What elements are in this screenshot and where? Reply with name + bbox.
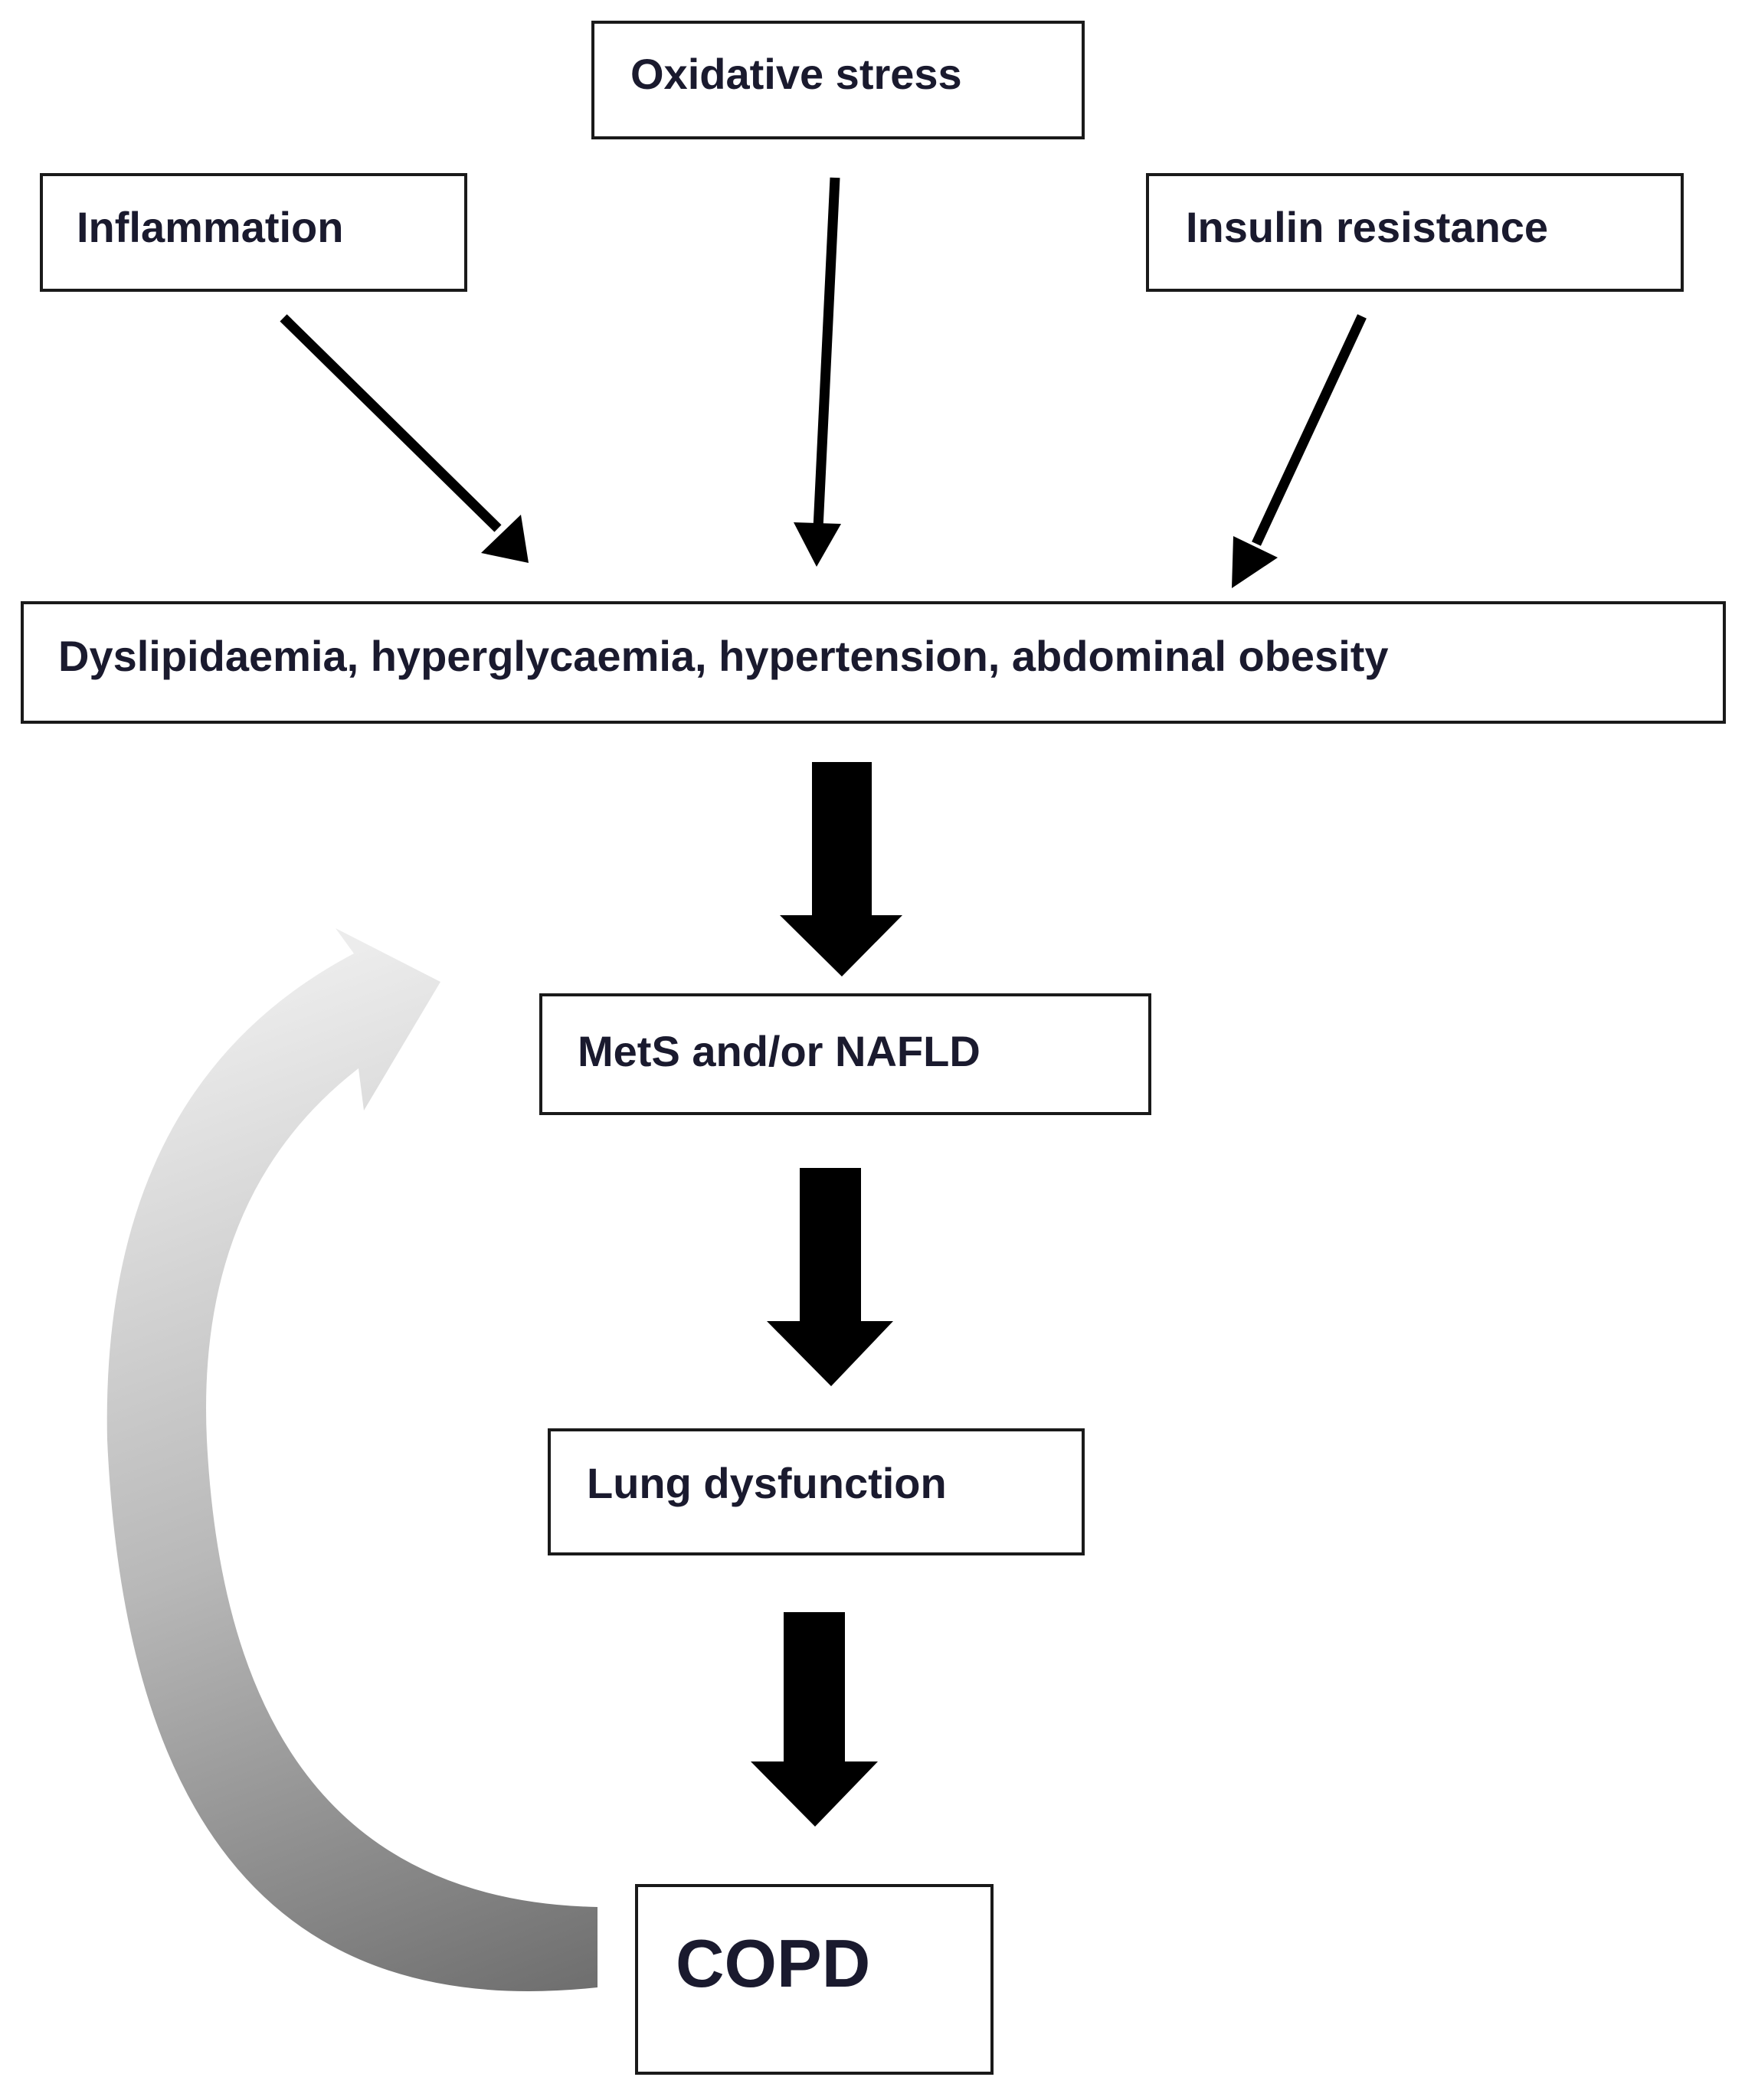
block-arrow-3 xyxy=(751,1612,878,1827)
box-copd: COPD xyxy=(635,1884,994,2075)
block-arrows xyxy=(751,762,902,1827)
label-oxidative-stress: Oxidative stress xyxy=(630,50,962,98)
label-insulin-resistance: Insulin resistance xyxy=(1186,203,1548,251)
label-inflammation: Inflammation xyxy=(77,203,343,251)
feedback-arrow xyxy=(106,928,598,1991)
label-copd: COPD xyxy=(676,1925,870,2001)
insulin-arrow-head xyxy=(1232,536,1278,588)
thin-arrows xyxy=(280,177,1367,588)
label-lung-dysfunction: Lung dysfunction xyxy=(587,1459,947,1507)
oxidative-arrow-shaft xyxy=(813,177,840,529)
box-insulin-resistance: Insulin resistance xyxy=(1146,173,1684,292)
inflammation-arrow-shaft xyxy=(280,314,502,532)
box-mets-nafld: MetS and/or NAFLD xyxy=(539,993,1151,1115)
feedback-arrow-body xyxy=(106,928,598,1991)
oxidative-arrow-head xyxy=(794,522,841,567)
box-lung-dysfunction: Lung dysfunction xyxy=(548,1428,1085,1555)
block-arrow-1 xyxy=(780,762,902,976)
box-metabolic-factors: Dyslipidaemia, hyperglycaemia, hypertens… xyxy=(21,601,1726,724)
label-metabolic-factors: Dyslipidaemia, hyperglycaemia, hypertens… xyxy=(58,632,1389,680)
insulin-arrow-shaft xyxy=(1252,314,1367,546)
inflammation-arrow-head xyxy=(481,515,529,563)
label-mets-nafld: MetS and/or NAFLD xyxy=(578,1027,981,1075)
box-inflammation: Inflammation xyxy=(40,173,467,292)
box-oxidative-stress: Oxidative stress xyxy=(591,21,1085,139)
block-arrow-2 xyxy=(767,1168,893,1386)
